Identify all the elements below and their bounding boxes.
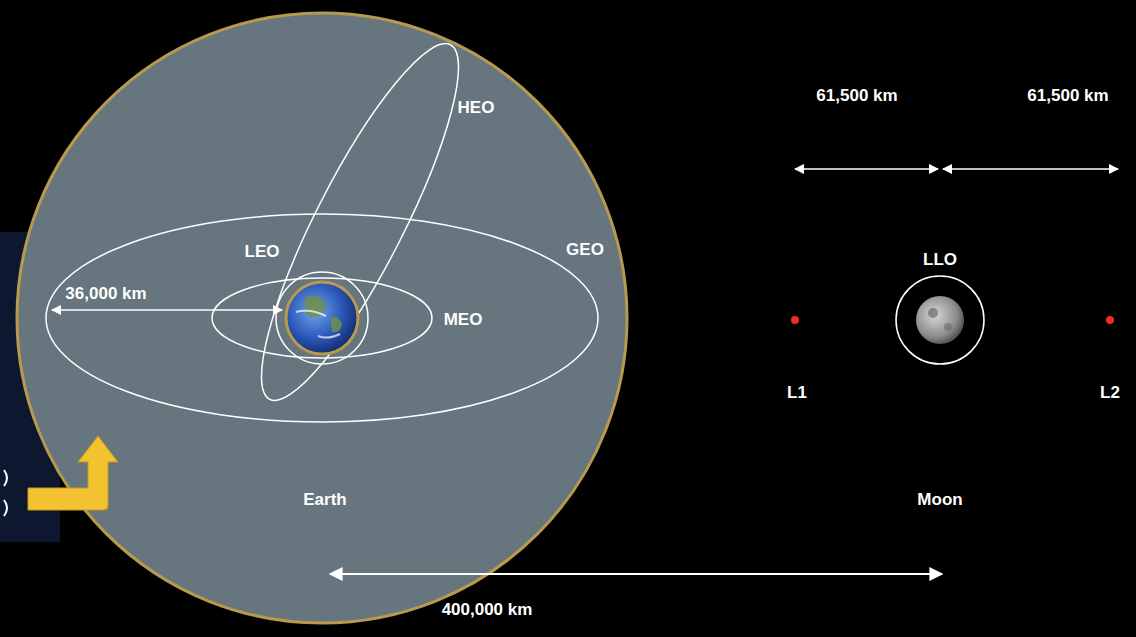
l1-distance-arrow: [795, 168, 938, 170]
l2-distance-arrow: [943, 168, 1118, 170]
body-label: Moon: [917, 491, 962, 510]
orbit-label: GEO: [566, 241, 604, 260]
moon-crater: [928, 308, 938, 318]
geo-orbit: [46, 214, 598, 422]
earth-clouds: [296, 311, 340, 338]
earth-moon-distance-arrow: [330, 573, 942, 575]
geo-dimension-arrow: [52, 309, 282, 311]
moon-crater: [944, 323, 952, 331]
meo-orbit: [212, 278, 432, 358]
llo-orbit: [896, 276, 984, 364]
callout-arrow: [28, 436, 118, 510]
dimension-label: 61,500 km: [1027, 87, 1108, 106]
starfield-mark: [4, 470, 7, 516]
orbit-label: MEO: [444, 311, 483, 330]
moon-globe: [916, 296, 964, 344]
orbit-label: HEO: [458, 99, 495, 118]
orbit-label: LLO: [923, 251, 957, 270]
dimension-label: 400,000 km: [442, 601, 533, 620]
leo-orbit: [276, 272, 368, 364]
point-label: L2: [1100, 384, 1120, 403]
l1-point: [791, 316, 799, 324]
dimension-label: 61,500 km: [816, 87, 897, 106]
earth-globe: [286, 282, 358, 354]
earth-ring: [286, 282, 358, 354]
l2-point: [1106, 316, 1114, 324]
heo-orbit: [230, 25, 489, 420]
point-label: L1: [787, 384, 807, 403]
body-label: Earth: [303, 491, 346, 510]
orbit-label: LEO: [245, 243, 280, 262]
earth-sphere: [17, 13, 627, 623]
dimension-label: 36,000 km: [65, 285, 146, 304]
